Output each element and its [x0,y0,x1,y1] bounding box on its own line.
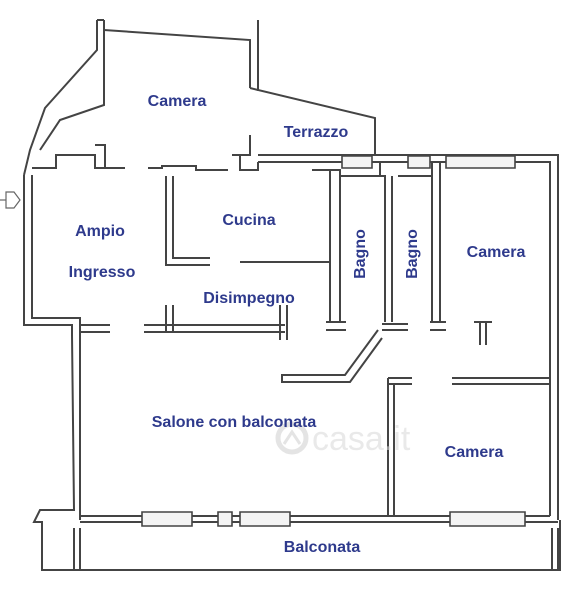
label-cucina: Cucina [222,212,275,229]
label-bagno-2: Bagno [404,229,421,279]
watermark: casa.it [275,420,411,458]
label-camera-top: Camera [148,93,207,110]
label-camera-bottom: Camera [445,444,504,461]
label-ampio: Ampio [75,223,125,240]
label-disimpegno: Disimpegno [203,290,295,307]
label-camera-right: Camera [467,244,526,261]
watermark-text: casa.it [312,420,411,458]
room-labels: Camera Terrazzo Ampio Ingresso Cucina Ba… [69,93,526,556]
label-bagno-1: Bagno [352,229,369,279]
interior-walls [32,135,550,527]
label-salone: Salone con balconata [152,414,317,431]
label-terrazzo: Terrazzo [284,124,349,141]
casa-logo-icon [275,421,309,455]
label-balconata: Balconata [284,539,361,556]
label-ingresso: Ingresso [69,264,136,281]
